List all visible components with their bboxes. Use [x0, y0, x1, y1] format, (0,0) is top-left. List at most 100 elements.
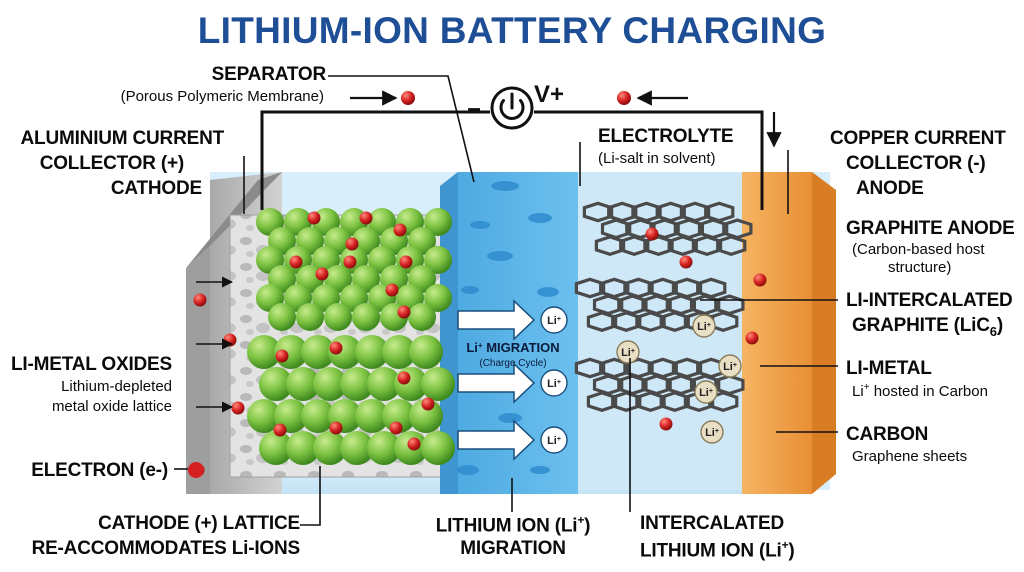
cathode-sphere: [409, 399, 443, 433]
separator-membrane: [440, 172, 578, 494]
cathode-sphere: [367, 367, 401, 401]
cathode-sphere: [286, 367, 320, 401]
electron-particle: [745, 331, 759, 345]
electrolyte-sublabel: (Li-salt in solvent): [598, 150, 716, 167]
migration-arrow-1: [457, 299, 536, 341]
plus-terminal-label: V+: [534, 81, 564, 108]
electron-particle: [407, 437, 421, 451]
migration-title: Li+ MIGRATION: [466, 340, 559, 355]
li-ion: Li+: [692, 314, 716, 338]
cathode-sphere: [424, 208, 452, 236]
migrating-li-ions: Li+ Li+ Li+: [540, 306, 568, 454]
cathode-sphere: [247, 335, 281, 369]
cathode-sphere: [313, 367, 347, 401]
cathode-sphere: [340, 367, 374, 401]
electron-particle: [679, 255, 693, 269]
copper-label-line2: COLLECTOR (-): [846, 153, 986, 174]
copper-collector-side: [812, 172, 836, 494]
cathode-sphere: [352, 303, 380, 331]
svg-text:Li+: Li+: [621, 347, 635, 359]
electron-particle: [329, 421, 343, 435]
aluminium-label-line2: COLLECTOR (+): [39, 153, 185, 174]
cathode-sphere: [301, 399, 335, 433]
circuit-wire: [260, 110, 490, 210]
electron-particle: [231, 401, 245, 415]
graphite-sheets: [574, 201, 753, 412]
copper-label-line1: COPPER CURRENT: [830, 128, 1006, 149]
electron-particle: [329, 341, 343, 355]
wire-electron-right: [617, 91, 631, 105]
carbon-sublabel: Graphene sheets: [852, 448, 968, 465]
li-ion: Li+: [616, 340, 640, 364]
cathode-sphere: [424, 246, 452, 274]
li-metal-sublabel: Li+ hosted in Carbon: [852, 382, 988, 400]
electron-particle: [397, 371, 411, 385]
graphite-anode-sublabel2: structure): [888, 259, 952, 276]
electron-label: ELECTRON (e-): [31, 460, 168, 481]
separator-pores: [457, 181, 559, 475]
migrating-li-ion: Li+: [540, 426, 568, 454]
migration-arrow-3: [457, 419, 536, 461]
intercalated-ion-label-line1: INTERCALATED: [640, 513, 784, 534]
pointer-lines: [243, 75, 838, 526]
electron-particle: [343, 255, 357, 269]
cathode-sphere: [296, 303, 324, 331]
electron-particle: [193, 293, 207, 307]
cathode-spheres: [247, 208, 455, 465]
electron-particle: [393, 223, 407, 237]
li-intercalated-label-line2: GRAPHITE (LiC6): [852, 315, 1003, 339]
cathode-sphere: [247, 399, 281, 433]
electron-particle: [753, 273, 767, 287]
cathode-lattice-label-line2: RE-ACCOMMODATES Li-IONS: [31, 538, 301, 559]
graphite-anode-sublabel1: (Carbon-based host: [852, 241, 985, 258]
copper-collector-face: [742, 172, 812, 494]
migration-subtitle: (Charge Cycle): [479, 358, 546, 369]
circuit-wire-right: [534, 110, 764, 210]
minus-terminal-label: –: [467, 95, 480, 122]
electron-particle: [385, 283, 399, 297]
separator-sublabel: (Porous Polymeric Membrane): [120, 88, 324, 105]
electrons: [191, 211, 767, 477]
electron-particle: [273, 423, 287, 437]
electron-particle: [421, 397, 435, 411]
migrating-li-ion: Li+: [540, 369, 568, 397]
electron-particle: [315, 267, 329, 281]
svg-text:Li+: Li+: [723, 361, 737, 373]
li-metal-oxides-sublabel2: metal oxide lattice: [51, 398, 172, 415]
electron-legend-dot: [188, 462, 204, 478]
separator-label: SEPARATOR: [211, 64, 327, 85]
cathode-sphere: [355, 335, 389, 369]
li-ion: Li+: [718, 354, 742, 378]
svg-text:Li+: Li+: [547, 315, 561, 327]
cathode-sphere: [355, 399, 389, 433]
migration-arrow-2: [457, 362, 536, 404]
li-ion: Li+: [694, 380, 718, 404]
svg-text:Li+: Li+: [547, 435, 561, 447]
cathode-sphere: [340, 431, 374, 465]
cathode-sphere: [367, 431, 401, 465]
page-title: LITHIUM-ION BATTERY CHARGING: [197, 10, 827, 51]
anode-li-ions: Li+ Li+ Li+ Li+ Li+: [616, 314, 742, 444]
li-metal-oxides-label: LI-METAL OXIDES: [11, 354, 172, 375]
electron-particle: [645, 227, 659, 241]
graphite-anode-label: GRAPHITE ANODE: [846, 218, 1015, 239]
cathode-sphere: [382, 335, 416, 369]
cathode-sphere: [409, 335, 443, 369]
li-intercalated-label-line1: LI-INTERCALATED: [846, 290, 1013, 311]
electrolyte-label: ELECTROLYTE: [598, 126, 734, 147]
cathode-sphere: [382, 399, 416, 433]
cathode-sphere: [286, 431, 320, 465]
svg-text:Li+: Li+: [705, 427, 719, 439]
svg-text:Li+: Li+: [699, 387, 713, 399]
cathode-sphere: [421, 431, 455, 465]
cathode-sphere: [259, 431, 293, 465]
svg-text:Li+: Li+: [547, 378, 561, 390]
electron-particle: [359, 211, 373, 225]
electron-particle: [399, 255, 413, 269]
electron-particle: [397, 305, 411, 319]
intercalated-ion-label-line2: LITHIUM ION (Li+): [640, 538, 795, 562]
electron-particle: [275, 349, 289, 363]
power-button-icon[interactable]: [490, 86, 534, 130]
